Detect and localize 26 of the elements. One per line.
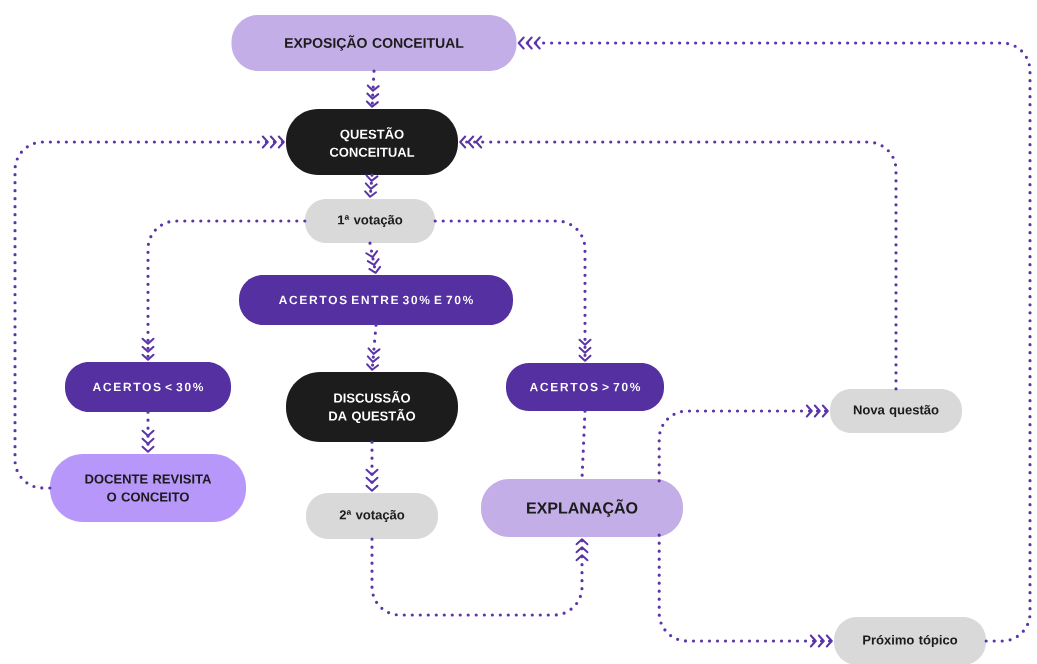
step-box: DOCENTE REVISITA O CONCEITO — [50, 454, 246, 522]
arrow — [517, 36, 1032, 643]
step-box: EXPLANAÇÃO — [481, 479, 683, 537]
vote-box: 2ª votação — [306, 493, 438, 539]
arrow — [365, 241, 382, 274]
step-box: EXPOSIÇÃO CONCEITUAL — [231, 15, 517, 71]
result-box: ACERTOS > 70% — [506, 363, 664, 411]
question-box: QUESTÃO CONCEITUAL — [286, 109, 458, 175]
arrow — [366, 323, 381, 371]
arrow — [433, 219, 592, 362]
result-box: ACERTOS < 30% — [65, 362, 231, 412]
arrow — [370, 537, 589, 617]
vote-box: 1ª votação — [305, 199, 435, 243]
next-step-box: Nova questão — [830, 389, 962, 433]
arrow — [365, 69, 380, 108]
arrow — [141, 219, 307, 361]
arrow — [657, 404, 829, 483]
result-box: ACERTOS ENTRE 30% E 70% — [239, 275, 513, 325]
next-step-box: Próximo tópico — [834, 617, 986, 664]
arrow — [459, 135, 898, 391]
arrow — [365, 440, 379, 492]
arrow — [657, 533, 833, 648]
discussion-box: DISCUSSÃO DA QUESTÃO — [286, 372, 458, 442]
arrow — [364, 173, 379, 198]
arrow — [141, 410, 155, 453]
arrow — [13, 135, 285, 490]
